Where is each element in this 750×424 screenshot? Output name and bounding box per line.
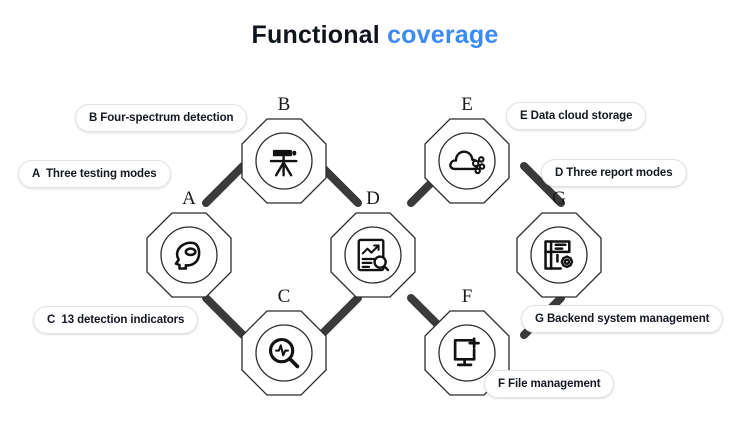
node-b[interactable]: B xyxy=(241,95,327,204)
node-b-letter: B xyxy=(277,94,291,115)
title-accent: coverage xyxy=(379,21,499,49)
node-a-letter: A xyxy=(182,188,196,209)
label-pill-f[interactable]: F File management xyxy=(484,370,615,398)
connector-a-b xyxy=(202,162,247,207)
node-g-letter: G xyxy=(552,188,566,209)
label-pill-b[interactable]: B Four-spectrum detection xyxy=(75,104,248,132)
label-pill-f-text: F File management xyxy=(498,378,601,390)
connector-b-d xyxy=(317,162,362,207)
label-pill-a-text: A Three testing modes xyxy=(32,168,157,180)
label-pill-g-text: G Backend system management xyxy=(535,313,710,325)
pulse-magnifier-icon xyxy=(268,337,300,369)
node-e-letter: E xyxy=(461,94,473,115)
node-f-letter: F xyxy=(461,286,473,307)
node-e[interactable]: E xyxy=(424,95,510,204)
label-pill-g[interactable]: G Backend system management xyxy=(521,305,724,333)
connector-e-g xyxy=(520,162,565,207)
label-pill-c[interactable]: C 13 detection indicators xyxy=(33,306,199,334)
page-title: Functional coverage xyxy=(0,21,750,50)
tripod-scanner-icon xyxy=(269,149,298,177)
octagon-shape xyxy=(424,118,510,204)
node-c-letter: C xyxy=(277,286,291,307)
label-pill-d[interactable]: D Three report modes xyxy=(541,159,687,187)
connector-a-c xyxy=(202,294,247,339)
label-pill-a[interactable]: A Three testing modes xyxy=(18,160,171,188)
label-pill-c-text: C 13 detection indicators xyxy=(47,314,185,326)
label-pill-e-text: E Data cloud storage xyxy=(520,110,633,122)
node-d-letter: D xyxy=(366,188,380,209)
title-primary: Functional xyxy=(251,21,380,49)
monitor-plus-icon xyxy=(453,337,480,367)
label-pill-d-text: D Three report modes xyxy=(555,167,673,179)
node-c[interactable]: C xyxy=(241,287,327,396)
cloud-network-icon xyxy=(449,150,486,175)
server-gear-icon xyxy=(544,240,574,270)
octagon-shape xyxy=(330,212,416,298)
connector-c-d xyxy=(317,294,362,339)
node-d[interactable]: D xyxy=(330,189,416,298)
node-g[interactable]: G xyxy=(516,189,602,298)
label-pill-e[interactable]: E Data cloud storage xyxy=(506,102,647,130)
node-a[interactable]: A xyxy=(146,189,232,298)
head-brain-icon xyxy=(174,241,201,270)
label-pill-b-text: B Four-spectrum detection xyxy=(89,112,234,124)
octagon-shape xyxy=(516,212,602,298)
report-chart-search-icon xyxy=(357,238,390,272)
